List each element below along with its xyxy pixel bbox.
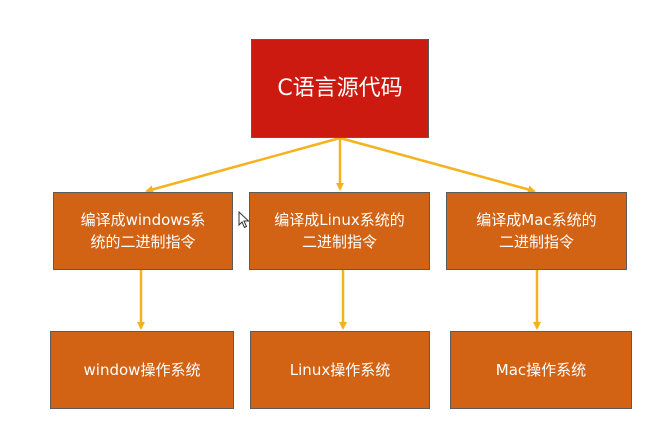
linux-os-label: Linux操作系统 [289, 360, 391, 379]
linux-os-node: Linux操作系统 [250, 331, 430, 409]
arrow-root-to-windows [145, 136, 341, 194]
windows-os-label: window操作系统 [83, 360, 201, 379]
mac-os-label: Mac操作系统 [495, 360, 587, 379]
compile-mac-node: 编译成Mac系统的 二进制指令 [446, 192, 627, 270]
compile-windows-node: 编译成windows系 统的二进制指令 [53, 192, 233, 270]
source-code-node: C语言源代码 [251, 39, 429, 138]
source-code-label: C语言源代码 [277, 76, 403, 101]
windows-os-node: window操作系统 [50, 331, 234, 409]
compile-windows-label: 编译成windows系 统的二进制指令 [80, 210, 206, 252]
compile-mac-label: 编译成Mac系统的 二进制指令 [476, 210, 597, 252]
compile-linux-node: 编译成Linux系统的 二进制指令 [249, 192, 430, 270]
arrow-root-to-mac [339, 136, 536, 194]
mouse-pointer-icon [238, 211, 250, 229]
mac-os-node: Mac操作系统 [450, 331, 632, 409]
compile-linux-label: 编译成Linux系统的 二进制指令 [274, 210, 405, 252]
